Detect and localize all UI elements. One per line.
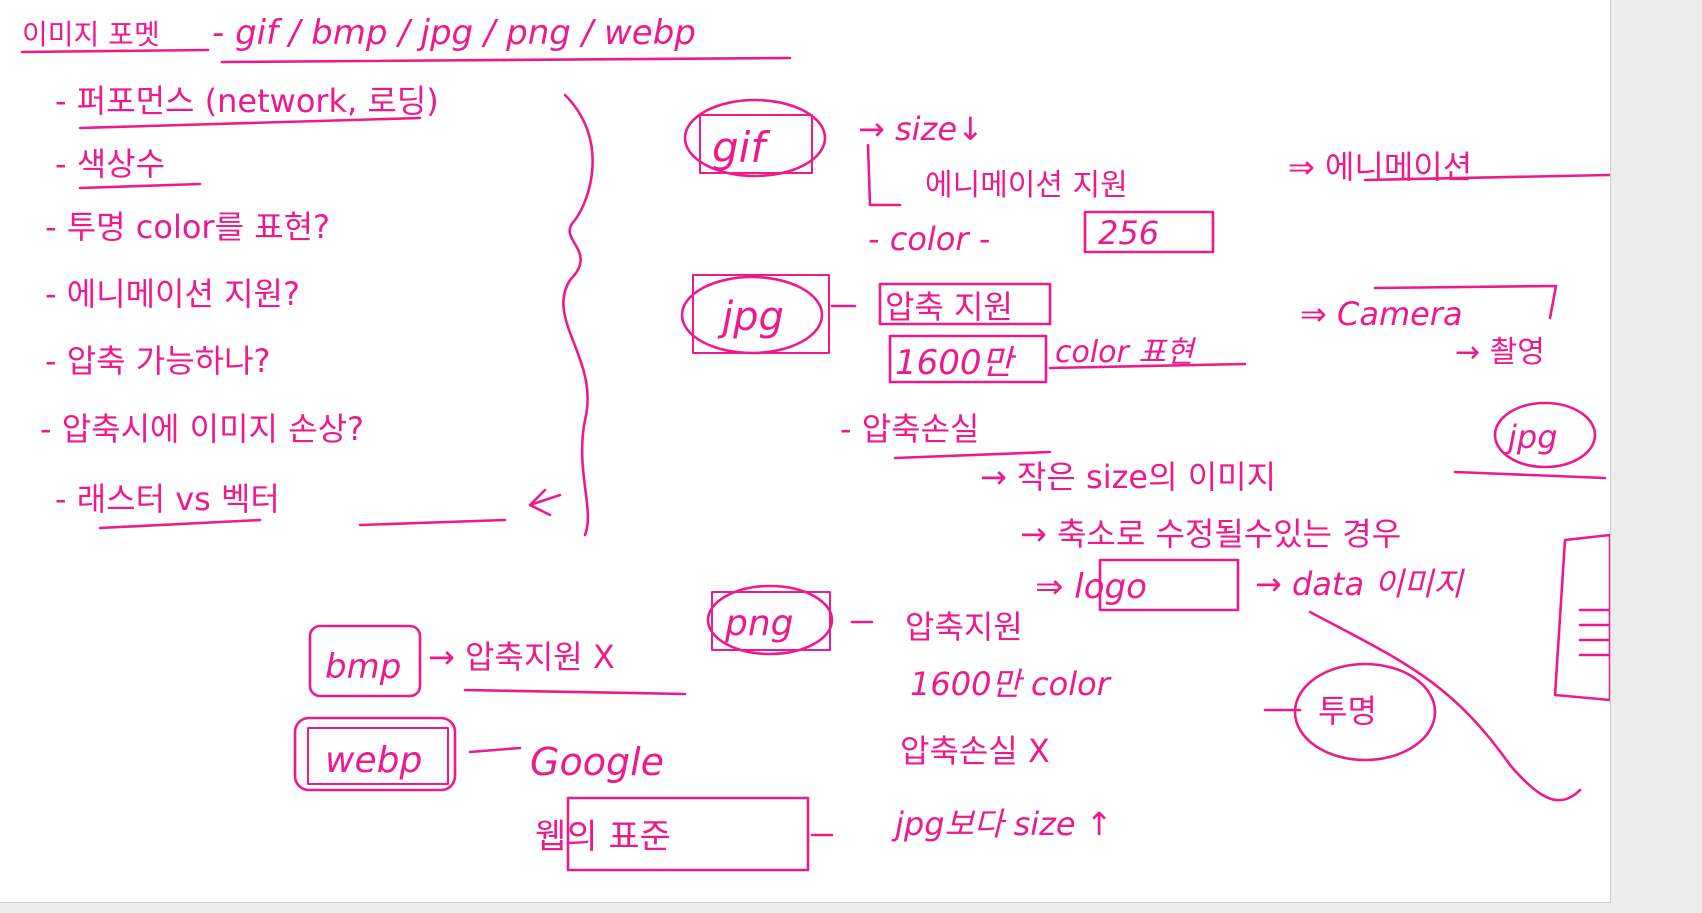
criteria-item: - 퍼포먼스 (network, 로딩) bbox=[55, 82, 439, 120]
title-korean: 이미지 포멧 bbox=[22, 18, 160, 51]
png-size: jpg보다 size ↑ bbox=[891, 805, 1113, 843]
gif-color-value: 256 bbox=[1098, 214, 1159, 252]
jpg-color-underline bbox=[1048, 362, 1247, 370]
jpg-data-image: → data 이미지 bbox=[1255, 565, 1465, 603]
criteria-item: - 압축시에 이미지 손상? bbox=[40, 410, 364, 448]
bmp-underline bbox=[463, 688, 687, 696]
bmp-box bbox=[308, 624, 422, 698]
jpg-color-suffix: color 표현 bbox=[1055, 335, 1197, 370]
jpg-color-box bbox=[888, 334, 1048, 384]
bmp-section: bmp → 압축지원 X bbox=[308, 624, 687, 698]
jpg-badge-circle bbox=[1493, 401, 1597, 469]
criteria-item: - 색상수 bbox=[55, 145, 165, 183]
png-compress: 압축지원 bbox=[905, 608, 1023, 646]
png-lossless: 압축손실 X bbox=[900, 732, 1050, 770]
jpg-section: jpg 압축 지원 ⇒ Camera → 촬영 1600만 color 표현 -… bbox=[680, 274, 1610, 702]
ink-layer: 이미지 포멧 - gif / bmp / jpg / png / webp - … bbox=[20, 13, 1610, 872]
jpg-badge: jpg bbox=[1504, 418, 1558, 456]
jpg-compress-box bbox=[878, 282, 1052, 326]
jpg-camera-box bbox=[1373, 284, 1558, 320]
gif-animation: 에니메이션 지원 bbox=[925, 168, 1128, 203]
jpg-loss-underline bbox=[893, 450, 1052, 460]
png-box bbox=[711, 591, 831, 651]
criteria-underline bbox=[78, 182, 202, 190]
criteria-item: - 투명 color를 표현? bbox=[45, 208, 330, 246]
webp-section: webp Google 웹의 표준 bbox=[293, 716, 834, 872]
gif-size: → size↓ bbox=[858, 110, 984, 148]
jpg-logo: ⇒ logo bbox=[1035, 567, 1147, 607]
webp-inner-box bbox=[307, 727, 449, 785]
jpg-camera: ⇒ Camera bbox=[1300, 295, 1463, 333]
webp-dash bbox=[468, 746, 522, 754]
bmp-label: bmp bbox=[325, 647, 401, 687]
webp-google: Google bbox=[530, 740, 664, 784]
brace-arrow bbox=[528, 488, 562, 517]
criteria-item: - 래스터 vs 벡터 bbox=[55, 480, 280, 518]
png-section: png 압축지원 1600만 color 압축손실 X jpg보다 size ↑… bbox=[706, 584, 1582, 843]
title-underline bbox=[20, 48, 792, 64]
png-label: png bbox=[724, 603, 794, 644]
webp-standard: 웹의 표준 bbox=[535, 817, 671, 857]
jpg-logo-box bbox=[1098, 558, 1240, 612]
brace bbox=[562, 93, 594, 537]
jpg-badge-line bbox=[1453, 470, 1607, 480]
webp-box bbox=[293, 716, 457, 792]
gif-circle bbox=[683, 98, 827, 178]
jpg-small-size: → 작은 size의 이미지 bbox=[980, 458, 1276, 496]
webp-standard-box bbox=[566, 796, 810, 872]
jpg-loss: - 압축손실 bbox=[840, 410, 979, 448]
png-badge-circle bbox=[1293, 662, 1437, 762]
png-circle bbox=[706, 584, 834, 656]
bmp-note: → 압축지원 X bbox=[428, 638, 615, 676]
gif-bracket bbox=[866, 143, 902, 207]
gif-color-label: - color - bbox=[868, 220, 990, 258]
title-formats: - gif / bmp / jpg / png / webp bbox=[212, 13, 696, 53]
png-color: 1600만 color bbox=[910, 665, 1112, 703]
criteria-list: - 퍼포먼스 (network, 로딩) - 색상수 - 투명 color를 표… bbox=[40, 82, 507, 530]
jpg-color-value: 1600만 bbox=[895, 343, 1017, 383]
jpg-shoot: → 촬영 bbox=[1455, 335, 1545, 370]
criteria-item: - 에니메이션 지원? bbox=[45, 275, 300, 313]
jpg-box bbox=[692, 274, 830, 354]
png-link-curve bbox=[1308, 610, 1582, 802]
criteria-underline bbox=[98, 518, 507, 530]
jpg-compress: 압축 지원 bbox=[885, 288, 1013, 326]
document-sketch bbox=[1553, 533, 1610, 702]
jpg-label: jpg bbox=[717, 294, 784, 340]
whiteboard-canvas[interactable]: 이미지 포멧 - gif / bmp / jpg / png / webp - … bbox=[0, 0, 1611, 903]
gif-label: gif bbox=[712, 123, 771, 172]
jpg-editable: → 축소로 수정될수있는 경우 bbox=[1020, 515, 1401, 553]
gif-section: gif → size↓ 에니메이션 지원 ⇒ 에니메이션 - color - 2… bbox=[683, 98, 1610, 258]
criteria-underline bbox=[78, 116, 422, 130]
criteria-item: - 압축 가능하나? bbox=[45, 342, 271, 380]
gif-box bbox=[699, 114, 813, 174]
gif-result-underline bbox=[1363, 173, 1610, 182]
gif-color-box bbox=[1083, 210, 1215, 254]
webp-label: webp bbox=[325, 740, 422, 781]
png-badge: 투명 bbox=[1318, 692, 1377, 730]
